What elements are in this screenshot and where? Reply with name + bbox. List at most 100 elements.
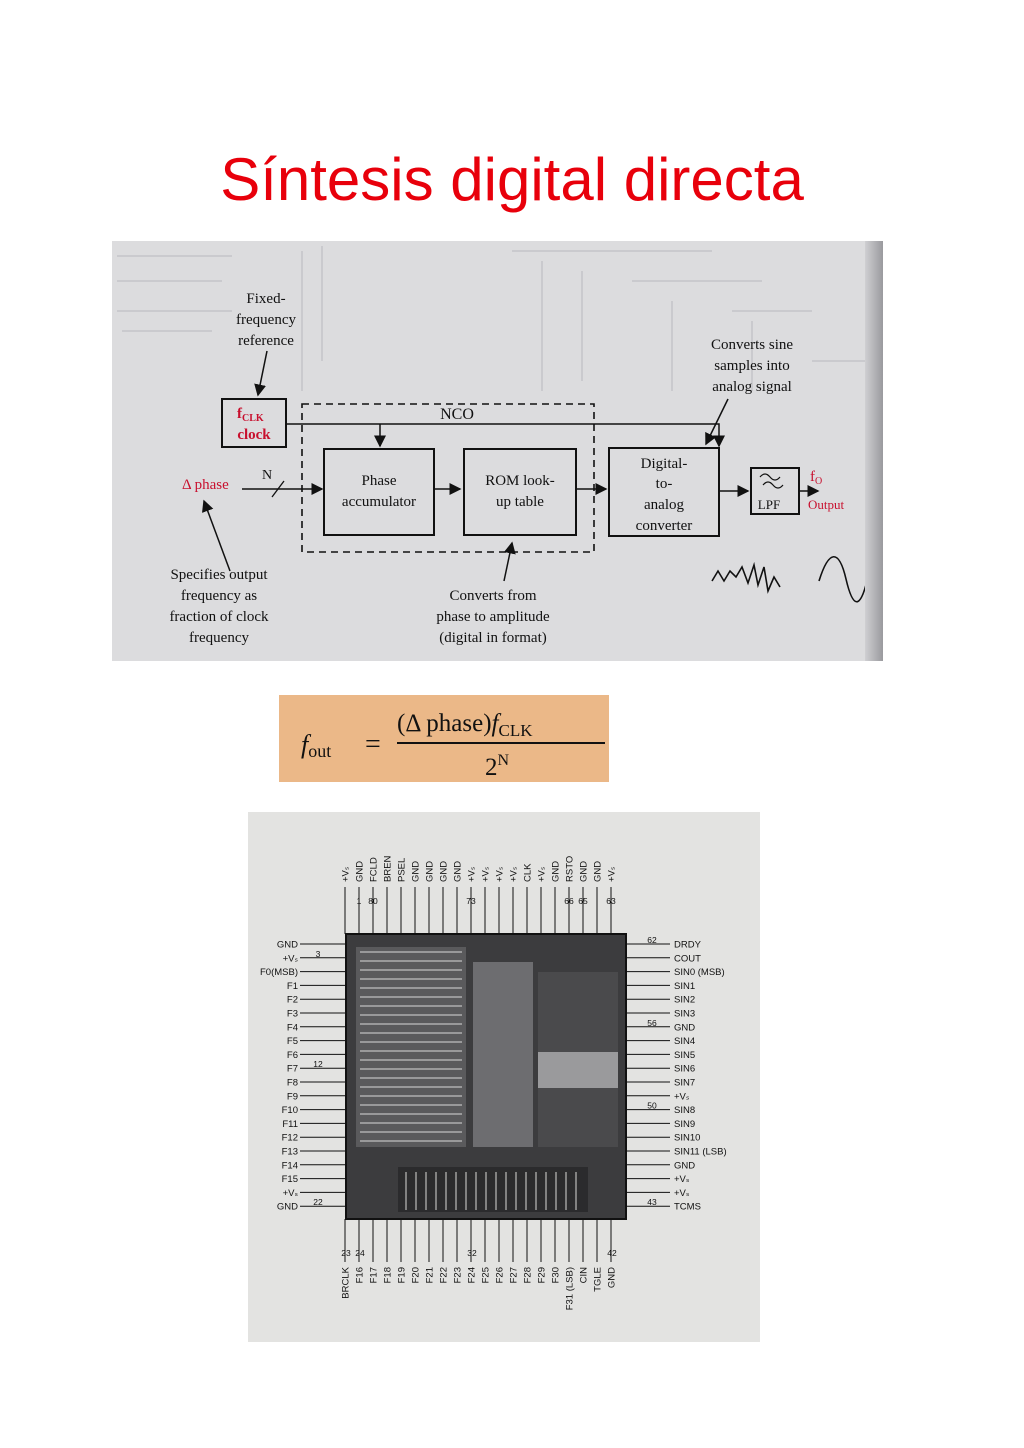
chip-pins: GND+VₛF0(MSB)F1F2F3F4F5F6F7F8F9F10F11F12…	[260, 855, 727, 1310]
bottom-pin-label: F30	[551, 1267, 562, 1283]
bus-width-label: N	[262, 468, 272, 483]
left-pin-label: F11	[282, 1119, 298, 1130]
note-dac-1: Converts sine	[711, 337, 793, 353]
right-pin-label: TCMS	[674, 1202, 701, 1213]
left-pin-label: GND	[277, 1202, 298, 1213]
top-pin-label: +Vₛ	[341, 866, 352, 882]
background-ghost-lines	[117, 246, 872, 391]
note-dac-3: analog signal	[712, 379, 792, 395]
right-pin-label: SIN11 (LSB)	[674, 1147, 727, 1158]
top-pin-label: +Vₛ	[481, 866, 492, 882]
dac-label-1: Digital-	[641, 456, 688, 472]
bottom-pin-label: F29	[537, 1267, 548, 1283]
phase-accumulator-box	[323, 448, 435, 536]
bottom-pin-label: F31 (LSB)	[565, 1267, 576, 1310]
delta-phase-label: Δ phase	[182, 477, 229, 493]
left-pin-label: F5	[287, 1036, 298, 1047]
left-pin-label: GND	[277, 940, 298, 951]
die-circuit-lines	[360, 951, 577, 1210]
dac-label-3: analog	[644, 497, 684, 513]
note-phase-2: frequency as	[181, 588, 257, 604]
bottom-pin-label: F22	[439, 1267, 450, 1283]
left-pin-label: F13	[282, 1147, 298, 1158]
note-phase-3: fraction of clock	[169, 609, 269, 625]
stepped-sine-waveform	[711, 561, 781, 594]
bottom-pin-label: F27	[509, 1267, 520, 1283]
bottom-pin-label: F19	[397, 1267, 408, 1283]
formula-svg: fout = (Δ phase)fCLK 2N	[301, 710, 605, 781]
top-pin-label: FCLD	[369, 857, 380, 882]
bottom-pin-label: BRCLK	[341, 1266, 352, 1298]
output-word: Output	[808, 497, 845, 512]
clock-word: clock	[237, 427, 271, 443]
note-fixed-ref-2: frequency	[236, 312, 296, 328]
bottom-pin-number: 24	[355, 1248, 365, 1258]
left-pin-label: F10	[282, 1105, 298, 1116]
formula-numerator: (Δ phase)fCLK	[397, 710, 533, 740]
rom-box	[463, 448, 577, 536]
top-pin-number: 73	[466, 896, 476, 906]
bottom-pin-number: 32	[467, 1248, 477, 1258]
bottom-pin-label: F17	[369, 1267, 380, 1283]
right-pin-label: SIN4	[674, 1036, 695, 1047]
lpf-box	[750, 467, 800, 515]
note-phase-4: frequency	[189, 630, 249, 646]
bottom-pin-label: F16	[355, 1267, 366, 1283]
right-pin-label: DRDY	[674, 940, 702, 951]
arrow-note-dac	[705, 398, 729, 446]
right-pin-label: SIN10	[674, 1133, 700, 1144]
top-pin-label: +Vₛ	[537, 866, 548, 882]
top-pin-label: GND	[355, 861, 366, 882]
right-pin-label: +Vₛ	[674, 1091, 690, 1102]
bottom-pin-number: 42	[607, 1248, 617, 1258]
left-pin-label: F9	[287, 1091, 298, 1102]
right-pin-label: GND	[674, 1022, 695, 1033]
top-pin-label: CLK	[523, 863, 534, 882]
left-pin-label: F7	[287, 1064, 298, 1075]
bottom-pin-label: F25	[481, 1267, 492, 1283]
smooth-sine-waveform	[818, 556, 868, 603]
note-rom-1: Converts from	[449, 588, 536, 604]
arrow-fixed-ref	[254, 350, 268, 397]
right-pin-label: SIN3	[674, 1009, 695, 1020]
right-pin-label: COUT	[674, 953, 701, 964]
top-pin-label: GND	[439, 861, 450, 882]
note-fixed-ref-3: reference	[238, 333, 294, 349]
note-dac-2: samples into	[714, 358, 789, 374]
left-pin-label: F8	[287, 1078, 298, 1089]
top-pin-number: 63	[606, 896, 616, 906]
die-block-rom	[538, 1052, 618, 1088]
note-phase-1: Specifies output	[170, 567, 268, 583]
formula-equals: =	[365, 729, 381, 760]
nco-dashed-box	[301, 403, 595, 553]
top-pin-label: GND	[593, 861, 604, 882]
note-fixed-ref-1: Fixed-	[246, 291, 285, 307]
page-title: Síntesis digital directa	[220, 146, 804, 213]
chip-svg: GND+VₛF0(MSB)F1F2F3F4F5F6F7F8F9F10F11F12…	[260, 855, 727, 1310]
left-pin-label: F15	[282, 1174, 298, 1185]
lpf-label: LPF	[758, 497, 780, 512]
block-diagram-svg: Fixed- frequency reference fCLK clock N C…	[117, 246, 872, 646]
right-pin-label: SIN5	[674, 1050, 695, 1061]
clock-label: fCLK	[237, 406, 264, 424]
lpf-tilde-icon	[759, 473, 784, 489]
die-block-left	[356, 947, 466, 1147]
left-pin-label: F1	[287, 981, 298, 992]
bottom-pin-label: F26	[495, 1267, 506, 1283]
top-pin-label: +Vₛ	[467, 866, 478, 882]
bottom-pin-label: F18	[383, 1267, 394, 1283]
left-pin-label: F4	[287, 1022, 298, 1033]
dac-label-4: converter	[636, 518, 693, 534]
right-pin-label: SIN7	[674, 1078, 695, 1089]
bus-slash	[271, 480, 285, 498]
arrow-note-phase	[202, 499, 231, 572]
dac-box	[608, 447, 720, 537]
right-pin-label: SIN1	[674, 981, 695, 992]
right-pin-label: +Vₛ	[674, 1188, 690, 1199]
top-pin-number: 80	[368, 896, 378, 906]
note-rom-2: phase to amplitude	[436, 609, 550, 625]
left-pin-number: 3	[316, 949, 321, 959]
left-pin-label: F12	[282, 1133, 298, 1144]
top-pin-number: 65	[578, 896, 588, 906]
